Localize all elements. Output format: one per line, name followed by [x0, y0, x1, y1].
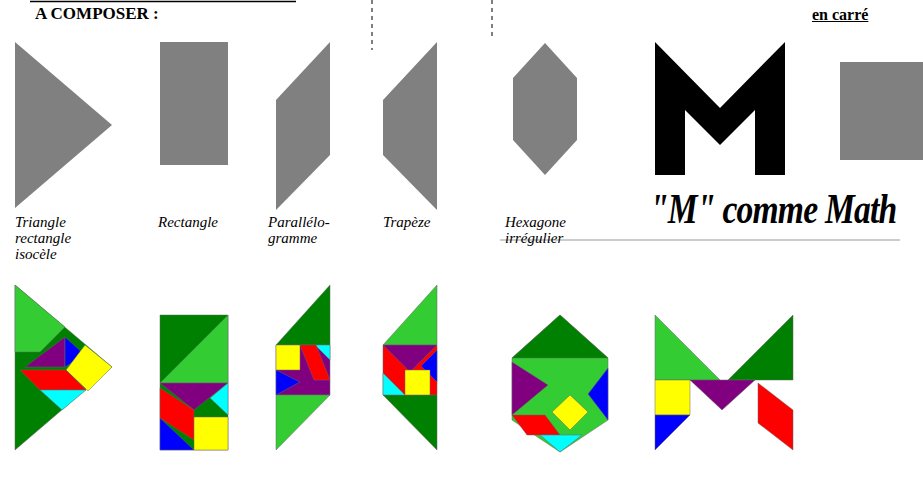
- shape-name: Triangle rectangle isocèle: [15, 214, 87, 262]
- tangram-piece: [160, 315, 228, 383]
- tangram-piece: [383, 373, 405, 395]
- tangram-piece: [728, 315, 793, 380]
- tangram-piece: [758, 383, 793, 450]
- motto-text: "M" comme Math: [650, 185, 896, 233]
- tangram-piece: [655, 415, 690, 450]
- tangram-piece: [540, 435, 582, 452]
- tangram-piece: [160, 315, 228, 450]
- parallelogram-silhouette: [276, 42, 330, 210]
- tangram-piece: [276, 345, 330, 395]
- tangram-piece: [588, 368, 608, 420]
- tangram-piece: [300, 345, 330, 380]
- trapezoid-silhouette: [383, 42, 437, 210]
- hexagon-silhouette: [513, 43, 577, 175]
- triangle-silhouette: [15, 42, 112, 208]
- tangram-piece: [15, 285, 112, 450]
- shape-name: Parallélo- gramme: [268, 214, 342, 246]
- separator-line: [492, 0, 493, 40]
- tangram-piece: [276, 285, 330, 345]
- tangram-piece: [194, 417, 228, 450]
- tangram-piece: [276, 370, 300, 395]
- rectangle-silhouette: [160, 42, 228, 165]
- tangram-piece: [383, 395, 437, 450]
- tangram-piece: [276, 395, 330, 450]
- shape-name: Hexagone irrégulier: [505, 214, 587, 246]
- tangram-piece: [20, 370, 86, 390]
- tangram-piece: [210, 383, 228, 415]
- tangram-piece: [512, 315, 608, 452]
- tangram-piece: [512, 362, 548, 415]
- tangram-piece: [552, 395, 588, 430]
- tangram-piece: [160, 418, 194, 450]
- shape-name: Trapèze: [383, 214, 463, 230]
- tangram-piece: [40, 390, 86, 410]
- tangram-piece: [655, 380, 690, 415]
- tangram-piece: [276, 345, 300, 370]
- shape-name: Rectangle: [158, 214, 248, 230]
- tangram-piece: [405, 370, 430, 395]
- separator-line: [372, 0, 373, 50]
- worksheet-heading: A COMPOSER :: [35, 4, 159, 24]
- tangram-piece: [383, 285, 437, 345]
- square-silhouette: [840, 62, 923, 160]
- tangram-piece: [25, 337, 65, 367]
- tangram-piece: [15, 285, 65, 352]
- section-heading: en carré: [812, 6, 868, 24]
- tangram-piece: [655, 315, 720, 380]
- separator-line: [30, 1, 296, 3]
- tangram-piece: [512, 315, 608, 358]
- tangram-piece: [383, 345, 437, 395]
- tangram-piece: [512, 415, 560, 435]
- tangram-piece: [690, 380, 755, 410]
- m-silhouette: [655, 42, 785, 175]
